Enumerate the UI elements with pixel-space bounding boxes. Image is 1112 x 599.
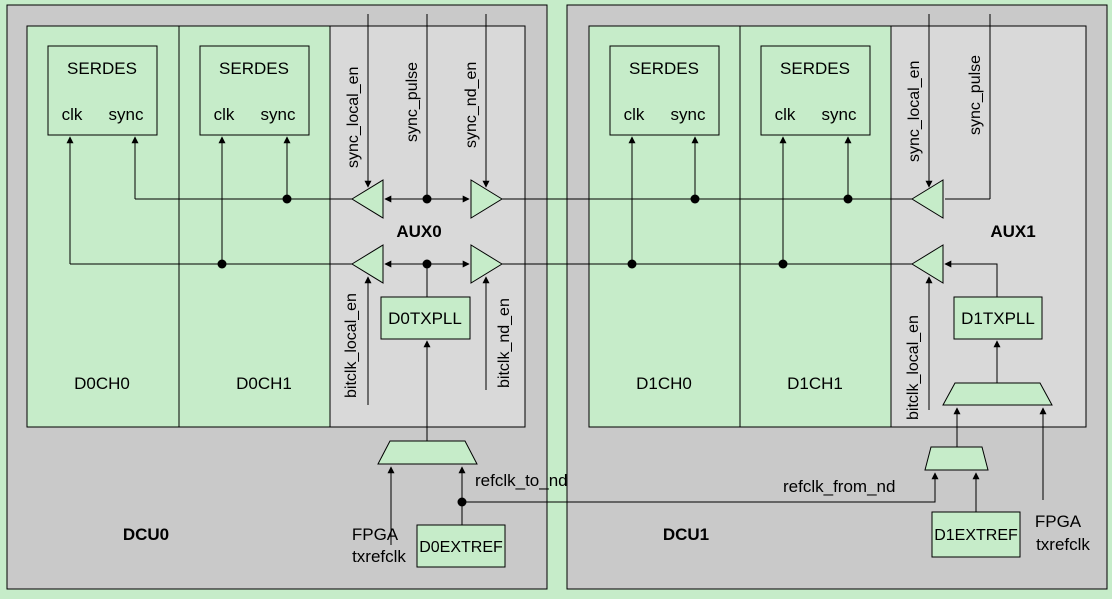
d1extref-label: D1EXTREF: [934, 527, 1018, 544]
refclk-from-nd-label: refclk_from_nd: [783, 477, 895, 496]
aux1-sync-local-buffer: [911, 179, 944, 219]
dcu0-refclk-mux: [377, 440, 478, 465]
d1-sync-junction-b: [843, 194, 853, 204]
d1-clk-junction-a: [627, 259, 637, 269]
aux1-bitclk-local-buffer: [911, 244, 944, 284]
d1-fpga-label: FPGA: [1035, 512, 1082, 531]
bitclk-nd-en-label: bitclk_nd_en: [496, 298, 513, 388]
aux1-sync-local-en-label: sync_local_en: [906, 61, 923, 162]
d0ch0-clk-label: clk: [62, 105, 83, 124]
d1-txrefclk-label: txrefclk: [1036, 535, 1090, 554]
d0ch1-label: D0CH1: [236, 374, 292, 393]
bitclk-local-en-label: bitclk_local_en: [343, 293, 360, 398]
dcu1-block: SERDES clk sync SERDES clk sync D1CH0 D1…: [464, 4, 1108, 590]
d0-clk-junction: [217, 259, 227, 269]
aux0-label: AUX0: [396, 222, 441, 241]
aux0-clk-junction: [422, 259, 432, 269]
sync-local-en-label: sync_local_en: [345, 67, 362, 168]
d1ch1-serdes-label: SERDES: [780, 59, 850, 78]
sync-pulse-label: sync_pulse: [404, 62, 421, 142]
d0extref-label: D0EXTREF: [419, 539, 503, 556]
aux1-bitclk-local-en-label: bitclk_local_en: [905, 315, 922, 420]
dcu0-block: SERDES clk sync SERDES clk sync D0CH0 D0…: [6, 4, 568, 590]
d1ch0-sync-label: sync: [671, 105, 706, 124]
d0ch1-sync-label: sync: [261, 105, 296, 124]
refclk-to-nd-junction: [457, 497, 467, 507]
aux1-label: AUX1: [990, 222, 1035, 241]
d0ch1-clk-label: clk: [214, 105, 235, 124]
d0txpll-label: D0TXPLL: [388, 309, 462, 328]
aux0-bitclk-local-buffer: [351, 244, 384, 284]
dcu1-label: DCU1: [663, 525, 709, 544]
aux0-sync-nd-buffer: [470, 179, 503, 219]
d0ch0-label: D0CH0: [74, 374, 130, 393]
aux1-region: [890, 25, 1087, 428]
d1ch0-clk-label: clk: [624, 105, 645, 124]
d1ch1-sync-label: sync: [822, 105, 857, 124]
dcu1-nd-mux: [924, 446, 989, 471]
d0ch0-serdes-label: SERDES: [67, 59, 137, 78]
d0ch1-serdes-label: SERDES: [219, 59, 289, 78]
aux0-bitclk-nd-buffer: [470, 244, 503, 284]
d1extref-box: [931, 511, 1021, 558]
d1txpll-out-wire: [944, 260, 998, 297]
d0ch0-serdes-box: [47, 45, 158, 136]
refclk-nd-wire: [464, 472, 939, 503]
dcu1-refclk-mux: [942, 382, 1053, 406]
refclk-to-nd-label: refclk_to_nd: [475, 471, 568, 490]
d0-fpga-label: FPGA: [352, 525, 399, 544]
d0ch1-serdes-box: [199, 45, 310, 136]
sync-nd-en-label: sync_nd_en: [463, 62, 480, 148]
dcu0-label: DCU0: [123, 525, 169, 544]
d0extref-box: [416, 524, 506, 568]
d1ch0-serdes-box: [609, 45, 720, 136]
d0txpll-box: [380, 296, 471, 340]
d1-sync-junction-a: [690, 194, 700, 204]
d1ch1-clk-label: clk: [775, 105, 796, 124]
d0-sync-junction: [282, 194, 292, 204]
d1txpll-label: D1TXPLL: [961, 309, 1035, 328]
d1ch1-serdes-box: [760, 45, 871, 136]
d1ch0-label: D1CH0: [636, 374, 692, 393]
d0-txrefclk-label: txrefclk: [352, 547, 406, 566]
aux0-sync-local-buffer: [351, 179, 384, 219]
d1ch1-label: D1CH1: [787, 374, 843, 393]
d1txpll-box: [953, 296, 1043, 340]
d0ch0-sync-label: sync: [109, 105, 144, 124]
aux1-sync-pulse-label: sync_pulse: [967, 55, 984, 135]
d1-clk-junction-b: [778, 259, 788, 269]
d1ch0-serdes-label: SERDES: [629, 59, 699, 78]
